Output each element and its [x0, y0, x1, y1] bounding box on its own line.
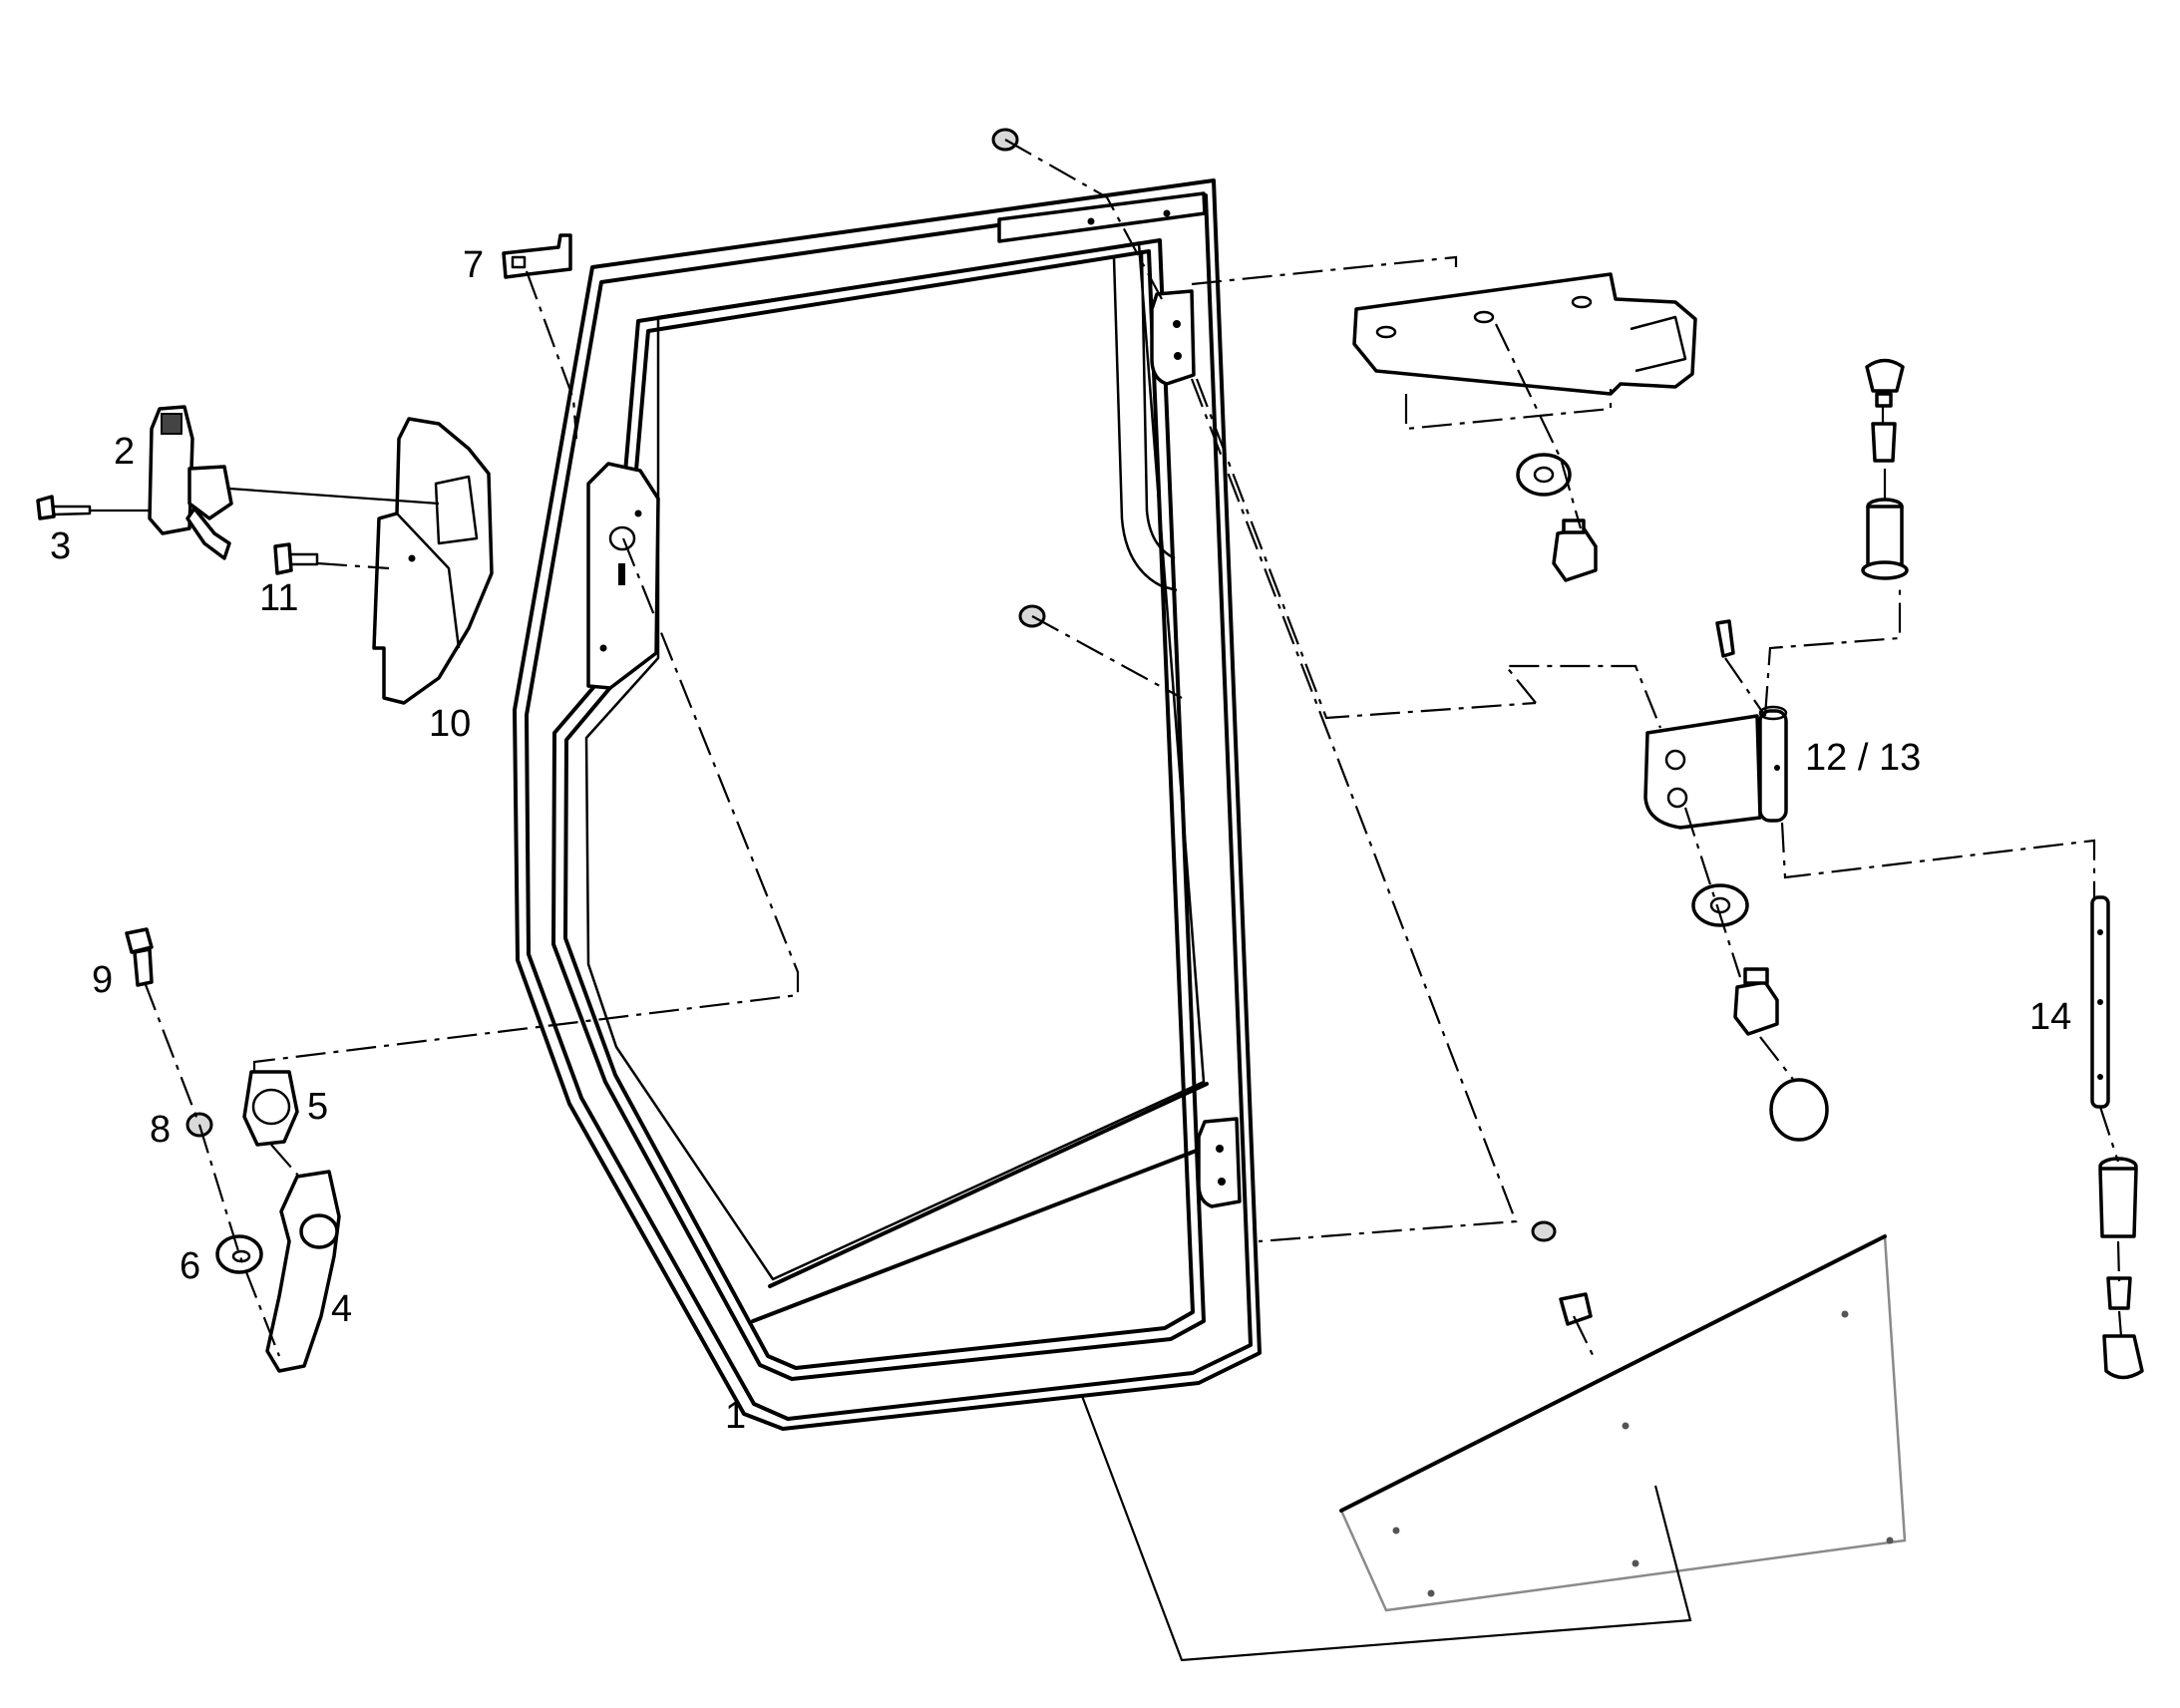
callout-7: 7 — [463, 244, 484, 286]
leader-lines — [143, 139, 2123, 1362]
callout-3: 3 — [50, 525, 71, 567]
callouts: 1 2 3 4 5 6 7 8 9 10 11 12 / 13 14 — [50, 244, 2071, 1437]
washer-6 — [215, 1234, 263, 1274]
bolt-11 — [273, 542, 319, 575]
bottom-panel-plate — [1339, 1234, 1907, 1612]
callout-10: 10 — [429, 703, 471, 745]
screw-3 — [36, 495, 92, 520]
callout-5: 5 — [307, 1086, 328, 1128]
lower-hinge — [1643, 619, 1829, 1142]
callout-11: 11 — [259, 577, 298, 619]
latch-cover-10 — [372, 417, 494, 705]
latch-2 — [148, 405, 233, 560]
callout-12-13: 12 / 13 — [1805, 737, 1921, 779]
callout-8: 8 — [150, 1109, 171, 1151]
escutcheon-5 — [242, 1070, 299, 1147]
callout-4: 4 — [331, 1288, 352, 1330]
callout-1: 1 — [725, 1395, 746, 1437]
callout-9: 9 — [92, 959, 113, 1001]
callout-6: 6 — [180, 1245, 200, 1287]
upper-hinge-bracket — [1352, 272, 1697, 582]
bolt-9 — [125, 927, 154, 987]
upper-pin-stack — [1861, 358, 1909, 580]
hinge-rod-14 — [2090, 895, 2144, 1380]
handle-4 — [265, 1170, 341, 1373]
solid-leaders — [90, 487, 1692, 1662]
callout-14: 14 — [2029, 996, 2071, 1038]
door-frame — [513, 178, 1262, 1431]
callout-2: 2 — [114, 431, 135, 473]
